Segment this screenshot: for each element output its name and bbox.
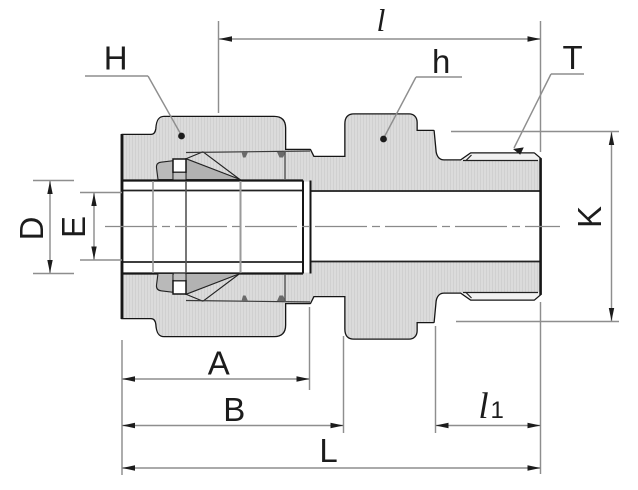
svg-text:A: A (208, 345, 230, 382)
svg-text:L: L (319, 432, 337, 469)
svg-text:H: H (104, 40, 128, 77)
svg-text:h: h (432, 43, 450, 80)
svg-text:D: D (13, 217, 50, 241)
svg-text:1: 1 (491, 397, 504, 424)
svg-text:l: l (377, 2, 386, 38)
svg-text:E: E (55, 216, 92, 238)
svg-text:l: l (478, 386, 488, 427)
svg-text:K: K (571, 206, 608, 228)
svg-text:T: T (563, 39, 583, 76)
svg-text:B: B (223, 391, 245, 428)
